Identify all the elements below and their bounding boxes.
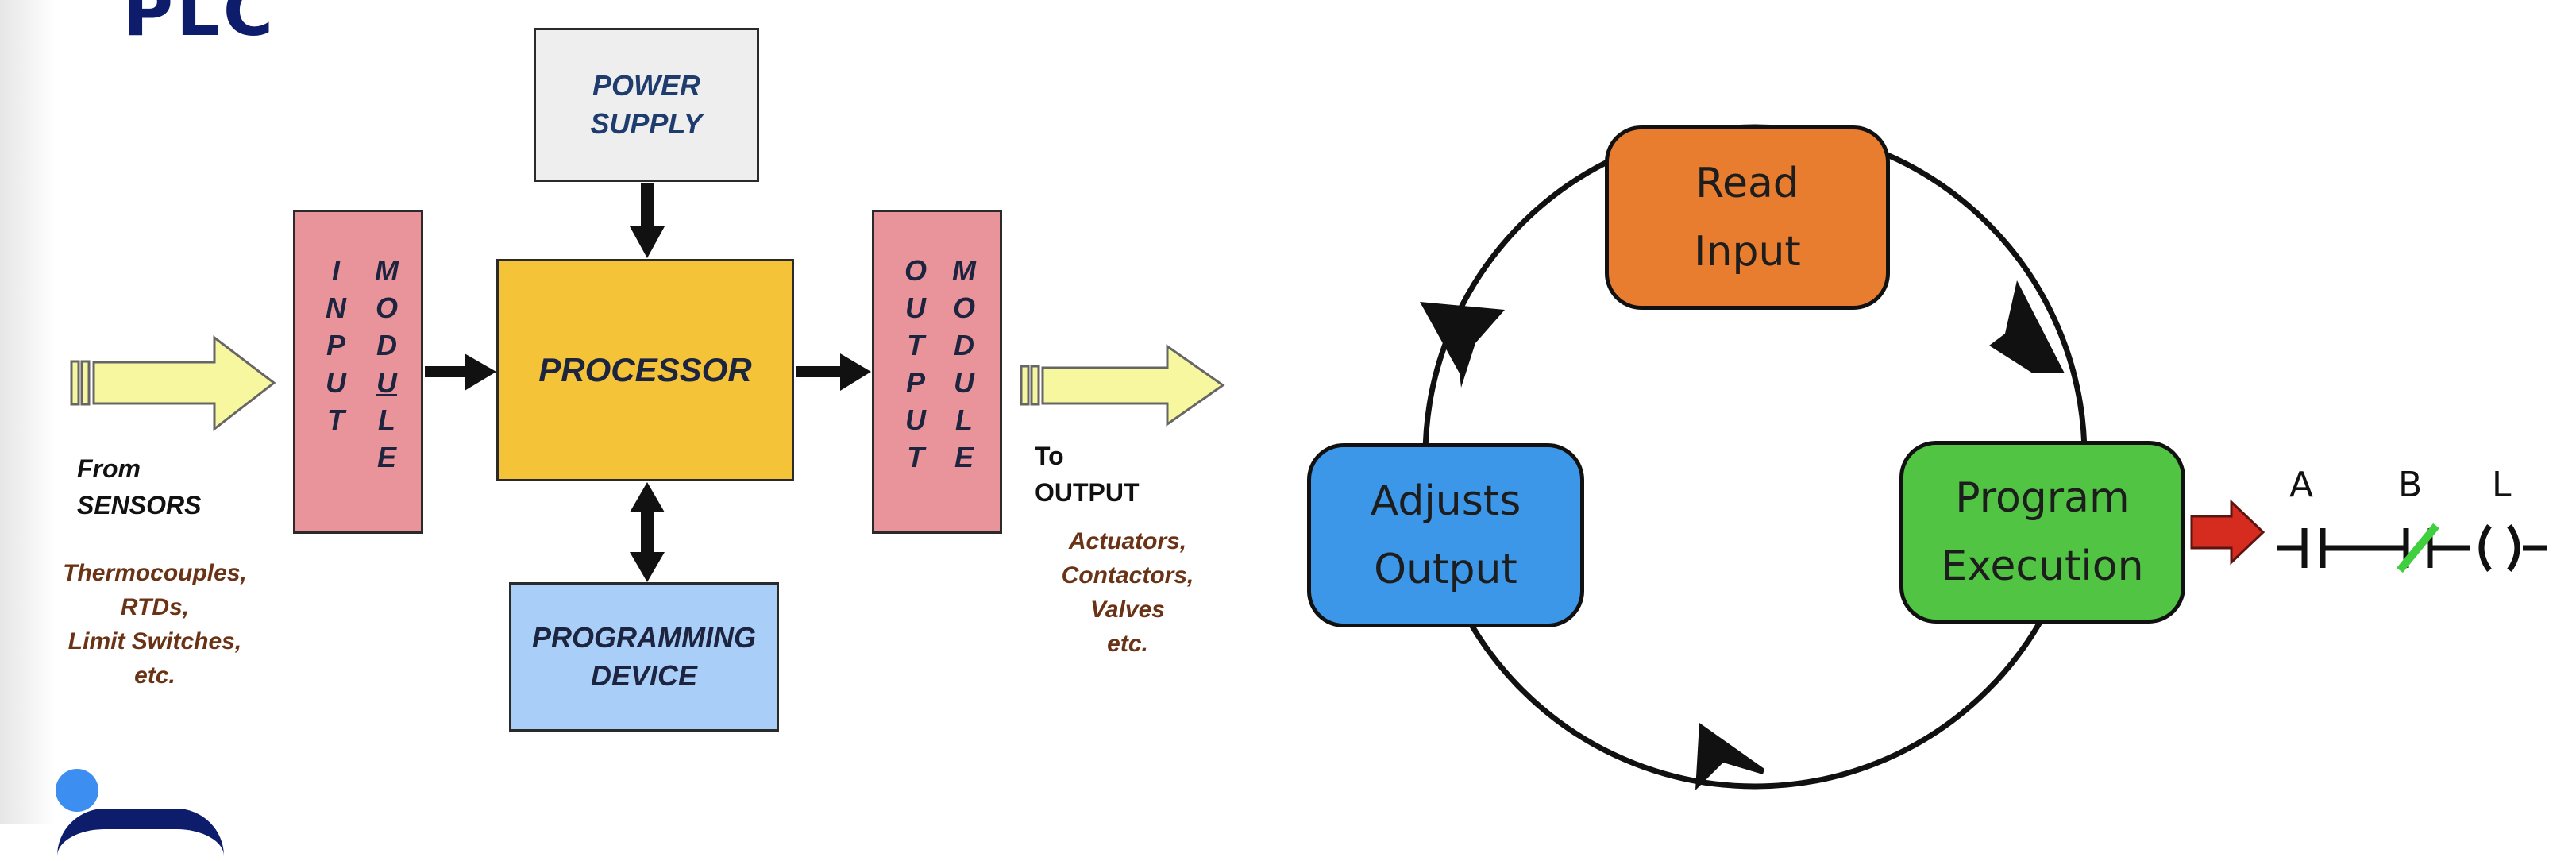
output-letter: P xyxy=(906,366,926,399)
module-letter: L xyxy=(955,403,973,436)
output-letter: T xyxy=(907,329,924,361)
to-output-label: To OUTPUT xyxy=(1035,438,1140,511)
cycle-arrow-read-to-program xyxy=(1989,280,2065,373)
programming-device-line1: PROGRAMMING xyxy=(532,621,756,654)
output-example: Contactors, xyxy=(1061,562,1194,589)
module-letter: M xyxy=(952,254,976,287)
output-letter: U xyxy=(905,403,926,436)
input-letter: N xyxy=(326,292,346,324)
output-module-box: O U T P U T M O D U L E xyxy=(872,210,1002,534)
to-label-line2: OUTPUT xyxy=(1035,478,1140,507)
output-examples-list: Actuators, Contactors, Valves etc. xyxy=(1036,524,1219,661)
input-letter: I xyxy=(331,254,340,287)
ladder-label-a: A xyxy=(2289,465,2314,505)
left-edge-shade xyxy=(0,0,56,824)
module-letter: D xyxy=(954,329,974,361)
output-module-word2: M O D U L E xyxy=(952,252,976,476)
processor-programming-double-arrow xyxy=(630,482,665,582)
programming-device-box: PROGRAMMING DEVICE xyxy=(509,582,779,732)
read-input-line1: Read xyxy=(1695,160,1799,207)
adjusts-output-line2: Output xyxy=(1374,546,1517,593)
output-example: Actuators, xyxy=(1068,528,1187,554)
sensor-example: RTDs, xyxy=(120,594,190,620)
output-example: etc. xyxy=(1107,631,1148,657)
input-letter: T xyxy=(327,403,345,436)
adjusts-output-line1: Adjusts xyxy=(1370,477,1521,525)
module-letter: D xyxy=(376,329,397,361)
power-supply-box: POWER SUPPLY xyxy=(534,28,759,182)
input-module-box: I N P U T M O D U L E xyxy=(293,210,423,534)
power-supply-line1: POWER xyxy=(592,69,700,102)
cycle-arrow-adjust-to-read xyxy=(1420,302,1505,388)
power-supply-line2: SUPPLY xyxy=(590,107,703,140)
output-example: Valves xyxy=(1090,597,1165,623)
input-module-word1: I N P U T xyxy=(326,252,346,438)
programming-device-line2: DEVICE xyxy=(590,659,698,692)
output-letter: T xyxy=(907,441,924,473)
module-letter: O xyxy=(952,292,975,324)
coil-l-icon xyxy=(2478,523,2492,573)
execution-pointer-arrow xyxy=(2190,499,2266,566)
output-letter: U xyxy=(905,292,926,324)
program-execution-line2: Execution xyxy=(1941,542,2144,590)
module-letter: L xyxy=(378,403,395,436)
module-letter: U xyxy=(376,366,397,399)
processor-box: PROCESSOR xyxy=(496,259,794,481)
output-letter: O xyxy=(904,254,927,287)
cycle-arrow-program-to-adjust xyxy=(1695,723,1764,790)
sensor-signal-arrow xyxy=(70,334,276,432)
module-letter: M xyxy=(375,254,399,287)
processor-to-output-arrow xyxy=(796,353,871,391)
ladder-label-b: B xyxy=(2398,465,2423,505)
power-to-processor-arrow xyxy=(630,183,665,258)
module-letter: U xyxy=(954,366,974,399)
read-input-line2: Input xyxy=(1694,228,1801,276)
module-letter: O xyxy=(375,292,398,324)
from-label-line1: From xyxy=(77,454,141,483)
output-module-word1: O U T P U T xyxy=(904,252,927,476)
input-letter: U xyxy=(326,366,346,399)
output-signal-arrow xyxy=(1020,344,1225,427)
plc-logo-text: PLC xyxy=(123,0,276,52)
logo-dot-icon xyxy=(56,769,98,812)
sensor-example: Thermocouples, xyxy=(63,560,247,586)
sensor-example: etc. xyxy=(134,662,175,689)
from-sensors-label: From SENSORS xyxy=(77,450,201,523)
sensor-example: Limit Switches, xyxy=(67,628,242,654)
ladder-label-l: L xyxy=(2492,465,2512,505)
to-label-line1: To xyxy=(1035,442,1064,470)
input-to-processor-arrow xyxy=(425,353,496,391)
input-module-word2: M O D U L E xyxy=(375,252,399,476)
ladder-rung xyxy=(2277,523,2547,573)
sensor-examples-list: Thermocouples, RTDs, Limit Switches, etc… xyxy=(48,556,262,693)
program-execution-line1: Program xyxy=(1955,474,2130,522)
from-label-line2: SENSORS xyxy=(77,491,202,519)
module-letter: E xyxy=(954,441,974,473)
module-letter: E xyxy=(376,441,396,473)
input-letter: P xyxy=(326,329,345,361)
